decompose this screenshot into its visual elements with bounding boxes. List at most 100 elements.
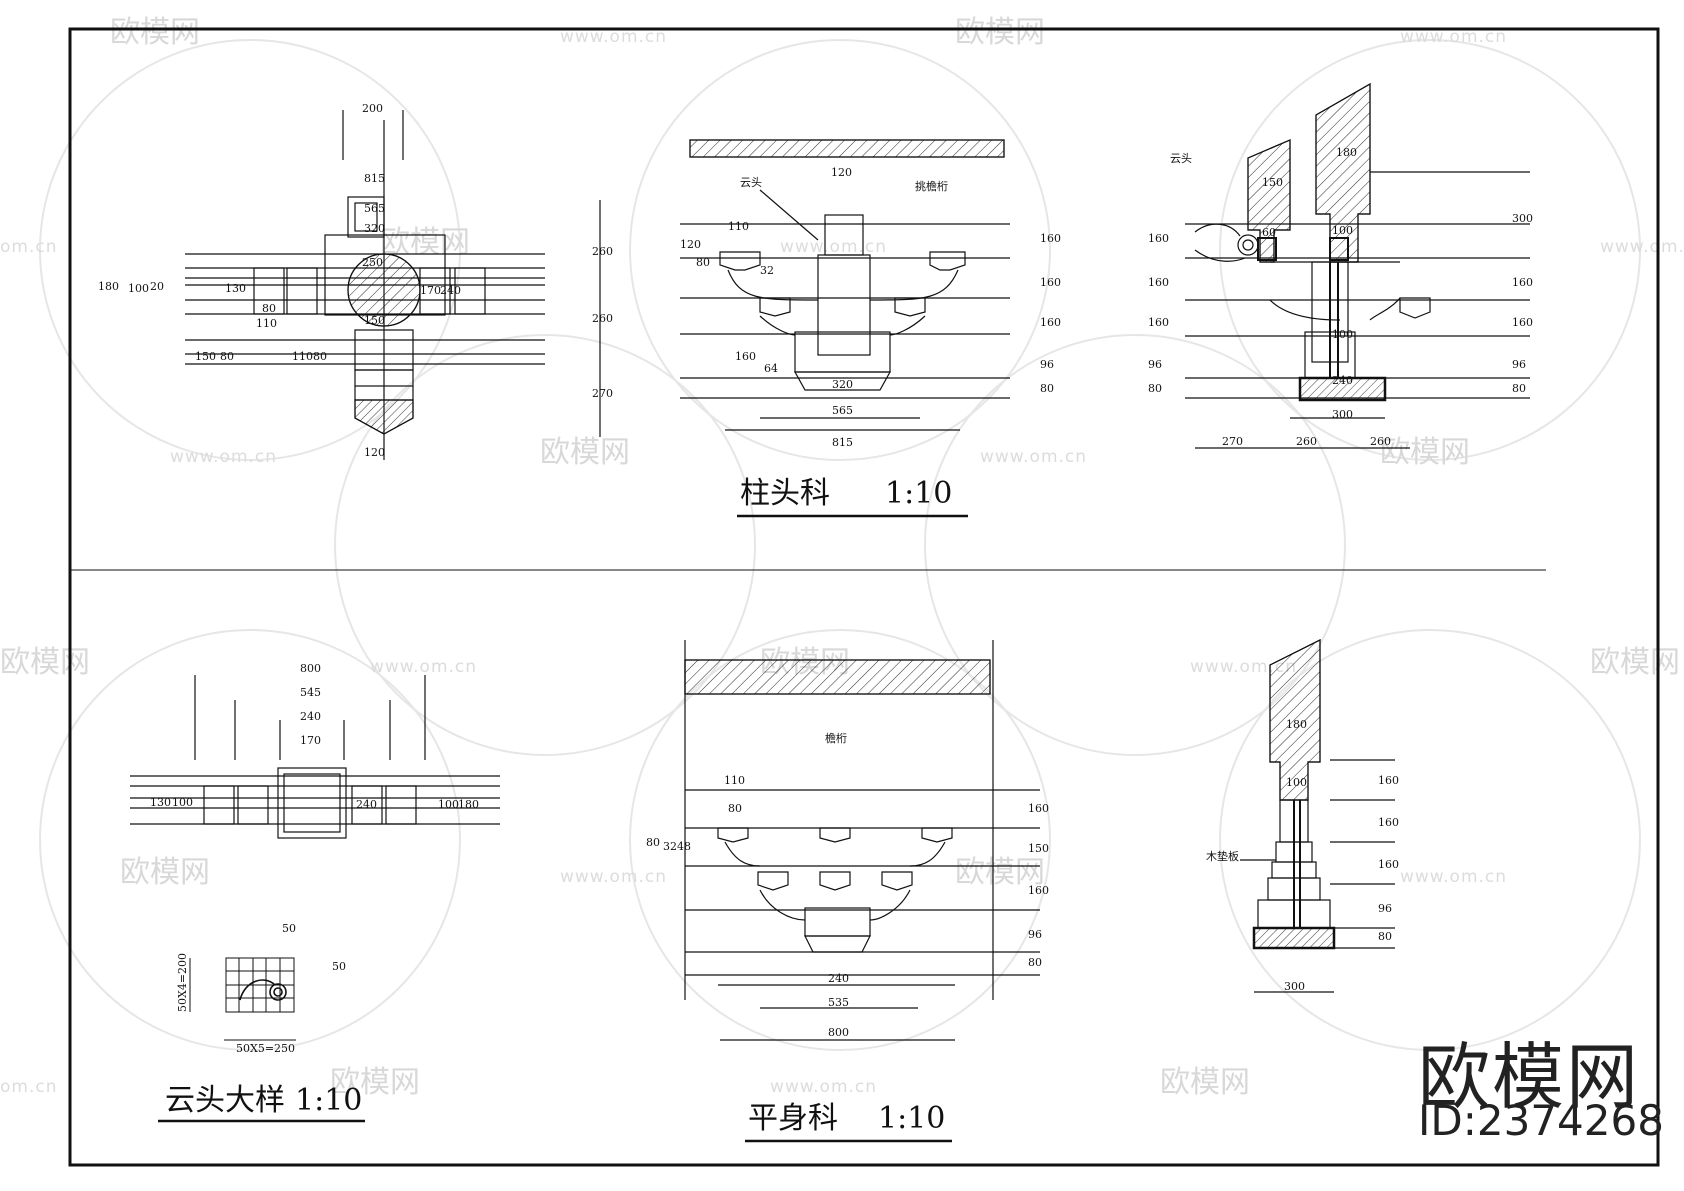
svg-text:120: 120 [831,166,852,179]
svg-text:815: 815 [832,436,853,449]
svg-text:260: 260 [1370,435,1391,448]
svg-text:100: 100 [128,282,149,295]
watermark-stamp: 欧模网 [0,645,90,680]
detail-scale: 1:10 [295,1083,362,1118]
watermark-arcs [39,39,1641,1051]
svg-text:180: 180 [1286,718,1307,731]
bottom-elevation-view [684,640,1040,1041]
svg-text:80: 80 [313,350,327,363]
svg-text:240: 240 [440,284,461,297]
bottom-plan-dims: 800 545 240 170 130 100 240 100 180 [150,662,479,811]
watermark-stamp: www.om.cn [1400,27,1507,47]
svg-text:160: 160 [1148,316,1169,329]
svg-text:160: 160 [1512,316,1533,329]
top-scale: 1:10 [885,476,952,511]
svg-text:80: 80 [1148,382,1162,395]
watermark-stamp: www.om.cn [780,237,887,257]
svg-text:96: 96 [1040,358,1054,371]
svg-text:800: 800 [828,1026,849,1039]
svg-text:50X5=250: 50X5=250 [236,1042,295,1055]
svg-text:565: 565 [832,404,853,417]
detail-dims: 50 50 50X4=200 50X5=250 [176,922,346,1055]
top-section-view [1185,82,1530,449]
svg-text:240: 240 [300,710,321,723]
svg-text:160: 160 [1148,276,1169,289]
svg-text:110: 110 [724,774,745,787]
svg-text:160: 160 [1378,816,1399,829]
svg-text:96: 96 [1148,358,1162,371]
svg-text:3248: 3248 [663,840,691,853]
watermark-stamp: www.om.cn [560,27,667,47]
svg-text:270: 270 [592,387,613,400]
svg-text:80: 80 [728,802,742,815]
svg-text:96: 96 [1512,358,1526,371]
watermark-stamp: 欧模网 [1160,1065,1250,1100]
svg-text:180: 180 [458,798,479,811]
svg-text:云头: 云头 [1170,152,1192,165]
svg-text:160: 160 [1040,232,1061,245]
svg-text:120: 120 [680,238,701,251]
bottom-section-view [1240,639,1395,993]
svg-text:100: 100 [1286,776,1307,789]
svg-text:535: 535 [828,996,849,1009]
watermark-stamp: www.om.cn [1400,867,1507,887]
svg-text:96: 96 [1028,928,1042,941]
svg-text:300: 300 [1284,980,1305,993]
svg-text:50: 50 [282,922,296,935]
top-title: 柱头科 [740,476,830,511]
top-plan-dims: 200 815 565 320 250 180 100 20 130 170 2… [98,102,613,459]
svg-text:32: 32 [760,264,774,277]
svg-text:240: 240 [828,972,849,985]
svg-text:130: 130 [150,796,171,809]
detail-view [189,957,296,1041]
svg-text:云头: 云头 [740,176,762,189]
svg-text:50: 50 [332,960,346,973]
svg-text:160: 160 [735,350,756,363]
bottom-section-dims: 木垫板 180 100 300 160 160 160 96 80 [1206,718,1399,993]
svg-text:565: 565 [364,202,385,215]
brand-id: ID:2374268 [1418,1096,1664,1145]
svg-text:100: 100 [438,798,459,811]
svg-text:180: 180 [98,280,119,293]
watermark-stamp: 欧模网 [1380,435,1470,470]
top-plan-view [185,110,601,460]
brand-watermark: 欧模网 [1418,1035,1641,1119]
watermark-stamp: 欧模网 [1590,645,1680,680]
svg-text:160: 160 [1040,276,1061,289]
svg-text:110: 110 [292,350,313,363]
svg-text:260: 260 [592,245,613,258]
svg-text:240: 240 [356,798,377,811]
svg-text:50X4=200: 50X4=200 [176,953,189,1012]
watermark-stamp: om.cn [0,237,58,257]
svg-text:320: 320 [832,378,853,391]
svg-text:150: 150 [1028,842,1049,855]
watermark-stamp: www.om.cn [370,657,477,677]
svg-text:80: 80 [1028,956,1042,969]
svg-text:545: 545 [300,686,321,699]
svg-text:170: 170 [300,734,321,747]
svg-text:木垫板: 木垫板 [1206,849,1239,863]
svg-text:270: 270 [1222,435,1243,448]
svg-text:80: 80 [262,302,276,315]
svg-text:80: 80 [1378,930,1392,943]
top-elevation-dims: 云头 挑檐桁 120 110 120 80 32 160 64 320 565 … [680,166,1061,449]
svg-text:160: 160 [1028,802,1049,815]
svg-text:815: 815 [364,172,385,185]
svg-text:170: 170 [420,284,441,297]
svg-text:80: 80 [696,256,710,269]
sheet-border [68,27,1660,1167]
svg-text:160: 160 [1378,858,1399,871]
watermark-stamp: om.cn [0,1077,58,1097]
watermark-stamp: www.om.cn [980,447,1087,467]
svg-text:檐桁: 檐桁 [825,731,847,745]
svg-text:80: 80 [646,836,660,849]
detail-title: 云头大样 [165,1083,285,1118]
svg-text:120: 120 [364,446,385,459]
svg-text:260: 260 [1296,435,1317,448]
watermark-stamp: www.om.cn [560,867,667,887]
svg-text:80: 80 [1512,382,1526,395]
bottom-elevation-dims: 檐桁 110 80 80 3248 240 535 800 160 150 16… [646,731,1049,1039]
svg-text:130: 130 [225,282,246,295]
svg-text:80: 80 [1040,382,1054,395]
